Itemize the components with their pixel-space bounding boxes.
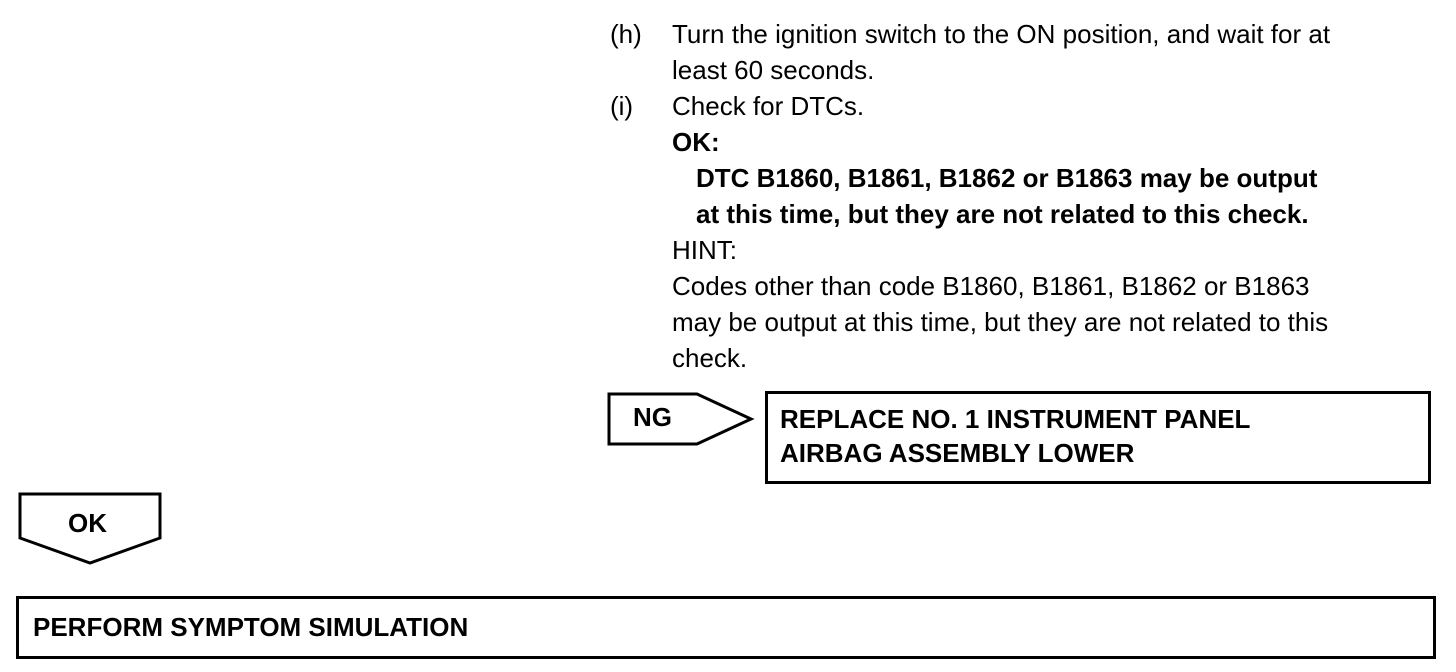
ng-action-box: REPLACE NO. 1 INSTRUMENT PANEL AIRBAG AS… — [765, 391, 1431, 484]
ng-action-line: AIRBAG ASSEMBLY LOWER — [780, 438, 1135, 468]
ok-criteria-line: at this time, but they are not related t… — [696, 199, 1309, 229]
hint-line: check. — [672, 343, 748, 373]
step-text-line: least 60 seconds. — [672, 55, 875, 85]
step-text-line: Turn the ignition switch to the ON posit… — [672, 19, 1331, 49]
ok-criteria-label: OK: — [672, 127, 720, 157]
next-step-label: PERFORM SYMPTOM SIMULATION — [33, 612, 469, 642]
step-marker: (h) — [610, 19, 642, 49]
right-arrow-icon — [607, 392, 755, 446]
step-h: (h) Turn the ignition switch to the ON p… — [610, 16, 1440, 88]
hint-line: may be output at this time, but they are… — [672, 307, 1329, 337]
hint-label: HINT: — [672, 235, 737, 265]
step-i: (i) Check for DTCs. OK: DTC B1860, B1861… — [610, 88, 1440, 376]
ok-branch-arrow: OK — [18, 492, 162, 566]
ng-branch-arrow: NG — [607, 392, 755, 446]
procedure-steps: (h) Turn the ignition switch to the ON p… — [610, 16, 1440, 376]
hint-line: Codes other than code B1860, B1861, B186… — [672, 271, 1310, 301]
ok-criteria-line: DTC B1860, B1861, B1862 or B1863 may be … — [696, 163, 1318, 193]
step-marker: (i) — [610, 91, 634, 121]
ng-label: NG — [633, 402, 672, 432]
down-arrow-icon — [18, 492, 162, 565]
next-step-box: PERFORM SYMPTOM SIMULATION — [16, 596, 1436, 659]
ok-label: OK — [68, 508, 107, 538]
ng-action-line: REPLACE NO. 1 INSTRUMENT PANEL — [780, 404, 1251, 434]
step-title: Check for DTCs. — [672, 91, 865, 121]
